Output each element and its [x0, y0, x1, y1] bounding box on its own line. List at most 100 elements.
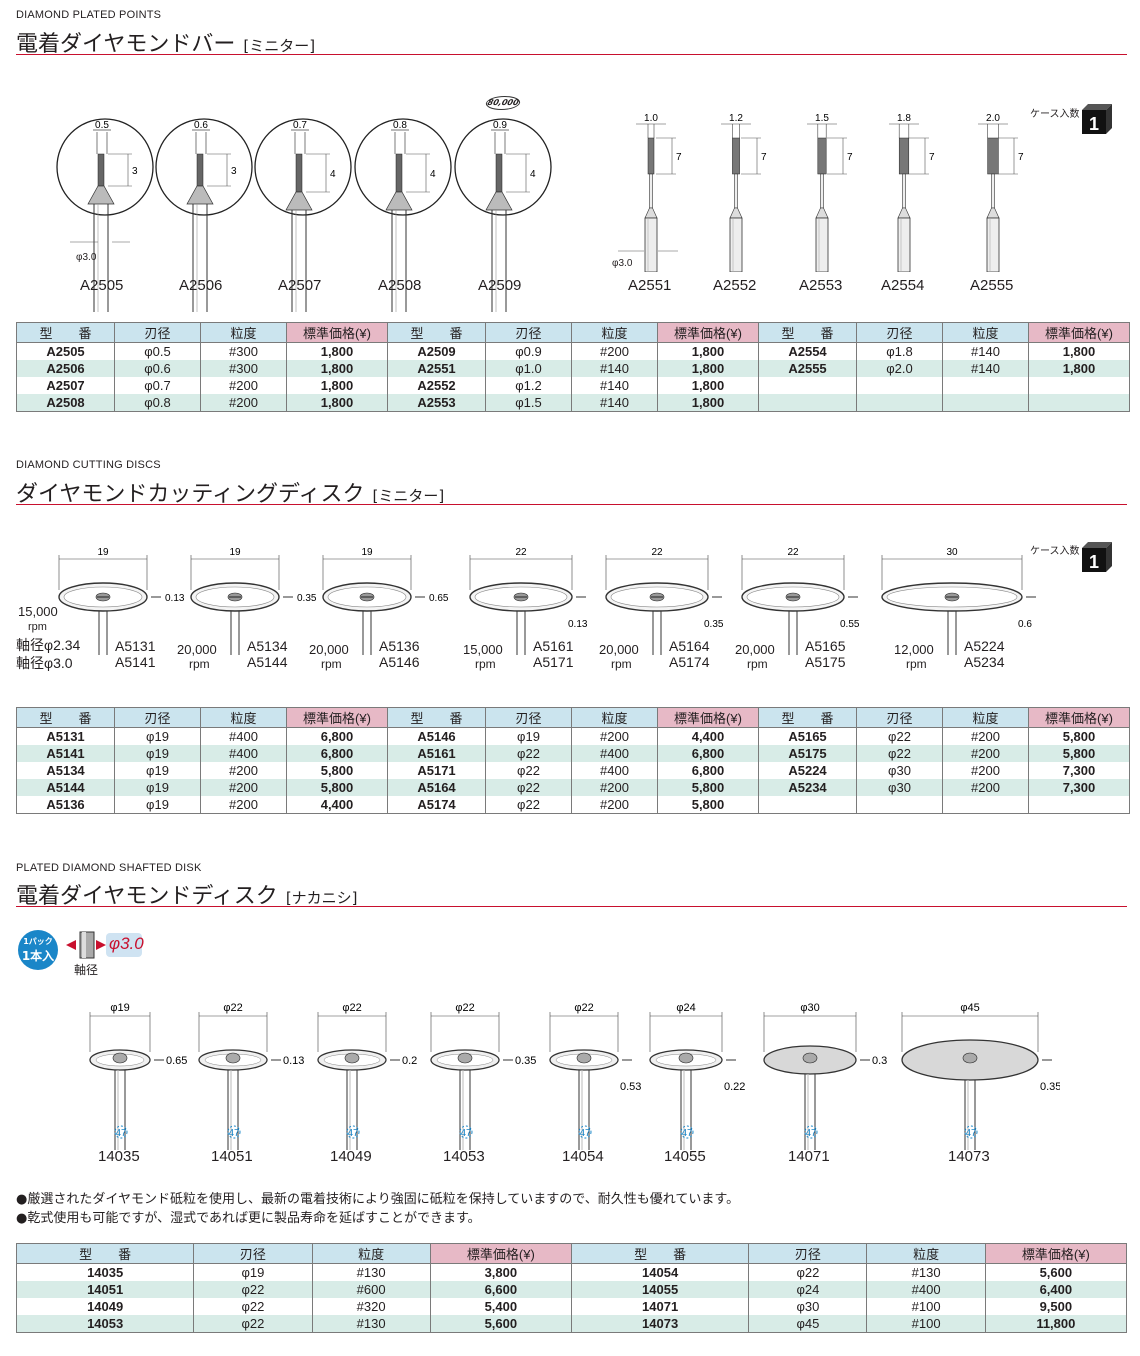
table-cell: 5,800 [286, 779, 388, 796]
table-cell: A5171 [387, 762, 486, 779]
circle-point-A2508: 0.84 [354, 118, 452, 312]
disk-diameter: φ22 [223, 1002, 242, 1014]
disk-diameter: φ22 [342, 1002, 361, 1014]
table-cell: #200 [942, 727, 1029, 745]
header-model: 型 番 [16, 322, 115, 343]
table-cell: #200 [200, 377, 287, 394]
table-cell: φ19 [114, 727, 201, 745]
point-length: 3 [231, 166, 237, 177]
table-cell: 11,800 [984, 1315, 1128, 1333]
table-cell: #130 [311, 1315, 431, 1333]
table-cell: #200 [942, 762, 1029, 779]
table-cell: #140 [571, 377, 658, 394]
table-cell: A5136 [16, 796, 115, 814]
header-model: 型 番 [387, 707, 486, 728]
table-cell: #200 [200, 762, 287, 779]
table-cell: 4,400 [657, 727, 759, 745]
point-length: 4 [330, 169, 336, 180]
table-cell: A2507 [16, 377, 115, 394]
point-length: 7 [929, 152, 935, 163]
table-cell: #200 [571, 779, 658, 796]
table-cell: 1,800 [657, 360, 759, 377]
table-cell: φ24 [748, 1281, 868, 1298]
point-diameter: 1.5 [815, 113, 829, 124]
table-cell: 1,800 [657, 342, 759, 360]
table-cell: #300 [200, 342, 287, 360]
disc-rpm-unit: rpm [747, 657, 768, 671]
disc-rpm: 20,000 [177, 642, 217, 657]
cutting-disc-A5134: 190.35 [190, 547, 317, 655]
table-cell: φ22 [193, 1298, 313, 1315]
cutting-disc-A5136: 190.65 [322, 547, 449, 655]
disk-diameter: φ24 [676, 1002, 695, 1014]
table-cell: φ19 [114, 796, 201, 814]
table-cell: 1,800 [1028, 360, 1130, 377]
disc-diameter: 19 [229, 547, 241, 558]
disk-model: 14055 [664, 1148, 706, 1165]
table-cell: 5,600 [429, 1315, 572, 1333]
disc-diameter: 19 [361, 547, 373, 558]
table-cell: A2509 [387, 342, 486, 360]
disk-model: 14053 [443, 1148, 485, 1165]
disc-rpm-unit: rpm [475, 657, 496, 671]
disk-diameter: φ19 [110, 1002, 129, 1014]
table-cell: A5134 [16, 762, 115, 779]
disk-model: 14073 [948, 1148, 990, 1165]
table-cell: φ1.5 [485, 394, 572, 412]
header-model: 型 番 [15, 1243, 195, 1264]
table-cell: #400 [571, 745, 658, 762]
disc-rpm: 15,000 [463, 642, 503, 657]
header-grit: 粒度 [942, 707, 1029, 728]
table-cell: 9,500 [984, 1298, 1128, 1315]
table-cell: φ19 [485, 727, 572, 745]
header-price: 標準価格(¥) [1028, 707, 1130, 728]
table-cell: A2555 [758, 360, 857, 377]
table-cell: 5,600 [984, 1263, 1128, 1281]
circle-point-A2505: 0.53 [56, 118, 154, 312]
note-2: ●乾式使用も可能ですが、湿式であれば更に製品寿命を延ばすことができます。 [16, 1211, 481, 1226]
table-cell [942, 394, 1029, 412]
table-cell: #400 [200, 745, 287, 762]
section3-maker: [ナカニシ] [285, 889, 358, 907]
table-cell: 1,800 [657, 394, 759, 412]
disc-rpm: 20,000 [735, 642, 775, 657]
long-point-A2553: 1.57 [807, 113, 853, 272]
table-cell: φ19 [114, 762, 201, 779]
table-cell: 5,800 [657, 779, 759, 796]
header-price: 標準価格(¥) [286, 707, 388, 728]
model-label: A2505 [80, 277, 124, 294]
point-diameter: 1.0 [644, 113, 658, 124]
table-cell: A2505 [16, 342, 115, 360]
table-cell: A5131 [16, 727, 115, 745]
header-blade: 刃径 [114, 707, 201, 728]
table-cell [1028, 394, 1130, 412]
disk-code-icon: 47 [115, 1128, 127, 1139]
point-diameter: 1.2 [729, 113, 743, 124]
table-cell: φ30 [856, 779, 943, 796]
disc-rpm-unit: rpm [321, 657, 342, 671]
table-cell: A5161 [387, 745, 486, 762]
table-cell: #200 [942, 745, 1029, 762]
table-cell: A5224 [758, 762, 857, 779]
disc-model-2: A5144 [247, 654, 288, 670]
table-cell: #200 [571, 342, 658, 360]
table-cell: A2553 [387, 394, 486, 412]
table-cell: φ0.8 [114, 394, 201, 412]
table-cell: 5,800 [286, 762, 388, 779]
disc-thickness: 0.13 [165, 593, 185, 604]
case-qty-2: 1 [1089, 552, 1099, 572]
table-cell: #130 [866, 1263, 986, 1281]
section1-title: 電着ダイヤモンドバー[ミニター] [16, 26, 315, 58]
table-cell: 6,800 [657, 745, 759, 762]
table-cell: φ22 [485, 762, 572, 779]
table-cell: φ22 [485, 779, 572, 796]
disc-diameter: 22 [787, 547, 799, 558]
table-cell: 7,300 [1028, 779, 1130, 796]
